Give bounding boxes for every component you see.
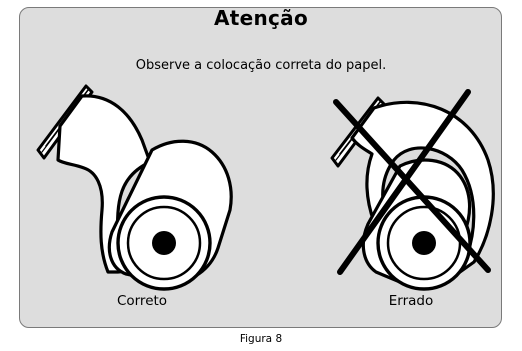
correct-label: Correto (116, 293, 168, 309)
paper-sheet-right (350, 100, 495, 274)
correct-roll-illustration (36, 84, 233, 291)
wrong-roll-illustration (330, 89, 495, 291)
wrong-label: Errado (388, 293, 434, 309)
notice-title: Atenção (213, 6, 309, 30)
paper-roll-left (107, 139, 233, 291)
cross-out-icon (333, 89, 491, 275)
notice-instruction: Observe a colocação correta do papel. (135, 58, 387, 73)
figure-caption: Figura 8 (239, 333, 283, 345)
